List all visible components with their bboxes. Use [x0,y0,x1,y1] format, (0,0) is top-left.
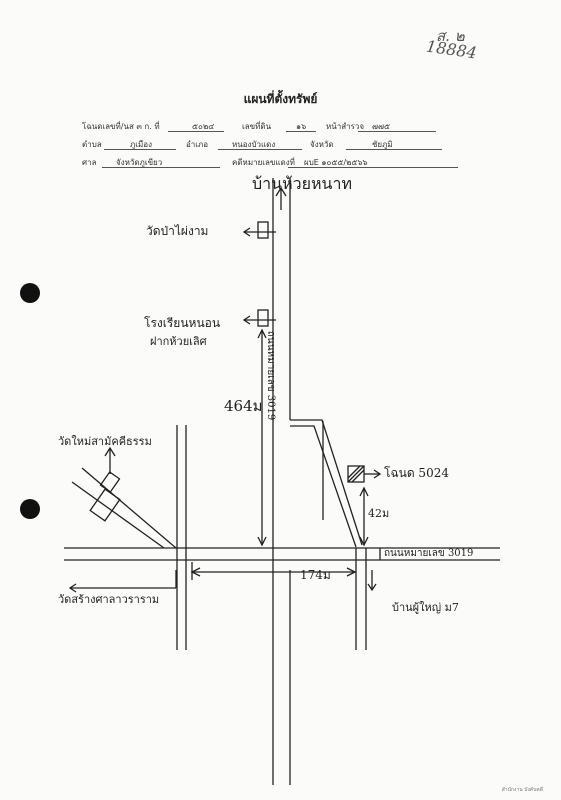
label-court: ศาล [82,158,97,167]
case-number: ผบE ๑๐๕๕/๒๕๖๖ [304,158,368,167]
punch-hole-top [20,283,40,303]
tambon: ภูเมือง [130,140,152,149]
header-row-location: ตำบล ภูเมือง อำเภอ หนองบัวแดง จังหวัด ชั… [82,138,482,150]
label-distance-small: 42ม [368,507,390,520]
header-row-deed: โฉนดเลขที่/นส ๓ ก. ที่ ๕๐๒๔ เลขที่ดิน ๑๖… [82,120,482,132]
header-row-court: ศาล จังหวัดภูเขียว คดีหมายเลขแดงที่ ผบE … [82,156,482,168]
underline-province [346,149,442,150]
court: จังหวัดภูเขียว [116,158,163,167]
label-amphoe: อำเภอ [186,140,209,149]
label-case: คดีหมายเลขแดงที่ [232,158,295,167]
land-number: ๑๖ [296,122,307,131]
underline-amphoe [218,149,302,150]
label-factory-line2: ฝากห้วยเลิศ [150,335,207,348]
label-survey: หน้าสำรวจ [326,122,365,131]
label-road-vertical: ถนนหมายเลข 3019 [265,330,277,421]
label-headman-house: บ้านผู้ใหญ่ ม7 [392,601,459,614]
label-north-village: บ้านห้วยหนาท [252,174,352,193]
document-title: แผนที่ตั้งทรัพย์ [243,92,318,106]
label-factory-line1: โรงเรียนหนอน [144,316,221,330]
amphoe: หนองบัวแดง [232,140,276,149]
corner-code: ส. ๒ [436,27,465,45]
label-temple-southwest: วัดสร้างศาลาวราราม [58,593,160,606]
label-temple-west: วัดใหม่สามัคคีธรรม [58,435,152,448]
label-temple-north: วัดป่าไผ่งาม [146,224,209,238]
underline-survey [358,131,436,132]
underline-court [102,167,220,168]
underline-tambon [104,149,176,150]
underline-land [286,131,316,132]
punch-hole-bottom [20,499,40,519]
label-tambon: ตำบล [82,140,102,149]
footer-note: สำนักงาน บังคับคดี [501,787,543,793]
label-distance-vertical: 464ม [224,397,263,415]
province: ชัยภูมิ [372,140,393,149]
deed-number: ๕๐๒๔ [192,122,215,131]
underline-deed [168,131,224,132]
label-distance-horizontal: 174ม [300,568,331,582]
label-province: จังหวัด [310,140,334,149]
underline-case [288,167,458,168]
label-road-horizontal: ถนนหมายเลข 3019 [384,548,474,559]
label-deed-target: โฉนด 5024 [384,466,449,480]
label-land: เลขที่ดิน [242,122,272,131]
label-deed: โฉนดเลขที่/นส ๓ ก. ที่ [82,122,160,131]
survey-number: ๗๗๕ [372,122,391,131]
